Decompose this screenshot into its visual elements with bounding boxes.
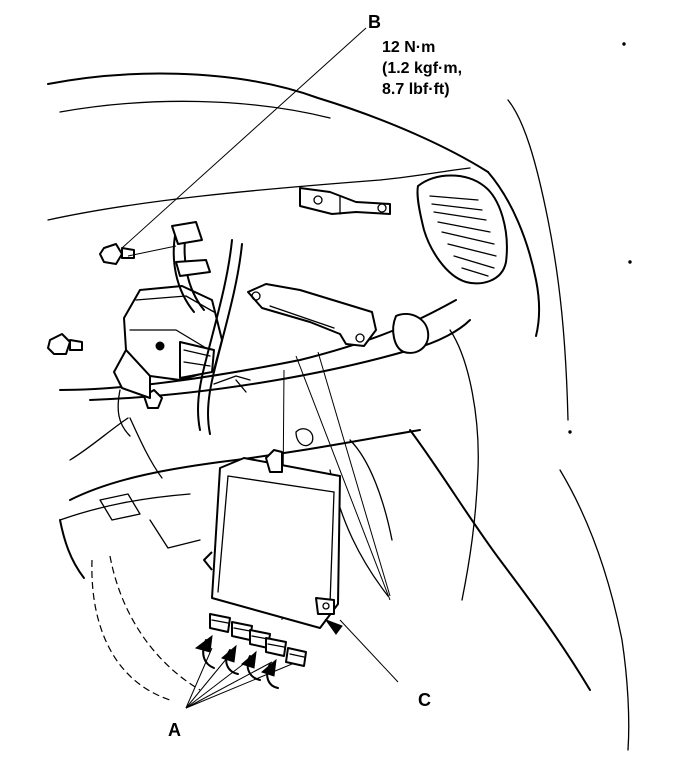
- air-vent: [416, 174, 508, 285]
- speck: [622, 42, 626, 46]
- bolt-middle: [47, 333, 83, 355]
- callout-c-arrow: [324, 618, 343, 635]
- ecm-unit: [203, 428, 341, 629]
- mounting-bracket-assembly: [113, 221, 251, 437]
- speck: [628, 260, 632, 264]
- ecm-bracket-rail: [247, 283, 430, 354]
- callout-a-letter: A: [168, 720, 181, 740]
- callout-b-torque-line2: (1.2 kgf·m,: [382, 60, 462, 77]
- bolt-upper: [99, 243, 135, 265]
- upper-bracket: [299, 187, 391, 215]
- callout-b-torque-line3: 8.7 lbf·ft): [382, 81, 450, 98]
- callout-b-letter: B: [368, 12, 381, 32]
- ecm-connectors: [194, 613, 307, 689]
- speck: [568, 430, 572, 434]
- callout-c-letter: C: [418, 690, 431, 710]
- dashboard-outline: [47, 72, 630, 751]
- callout-b-torque-line1: 12 N·m: [382, 39, 435, 56]
